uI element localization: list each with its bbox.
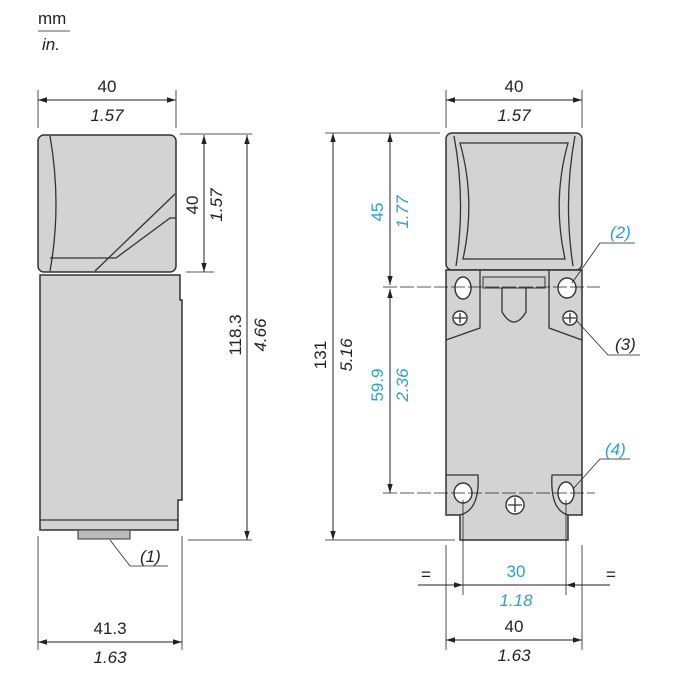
sensing-face-front [459,142,569,260]
side-width-in: 1.57 [90,106,124,125]
unit-mm: mm [38,9,66,28]
sensor-head-front [445,132,583,271]
head-height-in: 1.57 [207,188,226,222]
units-legend: mm in. [38,9,70,54]
hole-center-mm: 30 [507,562,526,581]
head-to-hole-mm: 45 [368,203,387,222]
screw-icon [452,310,468,326]
head-height-mm: 40 [183,196,202,215]
equal-mark-left: = [421,565,431,584]
screw-icon [505,495,525,515]
callout-3: (3) [615,335,636,354]
sensor-body-front [445,269,583,541]
front-base-width-in: 1.63 [497,646,531,665]
front-base-width-mm: 40 [505,617,524,636]
sensor-body-side [39,274,183,531]
front-width-mm: 40 [505,77,524,96]
callout-1: (1) [140,547,161,566]
connector-latch [482,276,546,289]
front-height-mm: 131 [311,341,330,369]
hole-spacing-mm: 59.9 [368,368,387,401]
side-width-mm: 40 [98,77,117,96]
side-height-mm: 118.3 [226,314,245,355]
sensing-face [77,529,131,540]
equal-mark-right: = [606,565,616,584]
sensor-head-side [37,134,177,273]
mounting-hole [454,276,472,300]
head-to-hole-in: 1.77 [393,195,412,229]
hole-spacing-in: 2.36 [393,368,412,403]
unit-in: in. [42,35,60,54]
hole-center-in: 1.18 [499,591,533,610]
front-width-in: 1.57 [497,106,531,125]
callout-4: (4) [605,440,626,459]
side-height-in: 4.66 [251,318,270,352]
side-base-width-in: 1.63 [93,648,127,667]
side-base-width-mm: 41.3 [93,619,126,638]
screw-icon [562,310,578,326]
side-view: 40 1.57 40 1.57 118.3 4.66 (1) 41.3 1.63 [37,77,270,667]
front-view: 40 1.57 131 5.16 45 1.77 59.9 2.36 (2) (… [311,77,640,665]
mounting-hole [557,277,577,299]
callout-2: (2) [610,223,631,242]
front-height-in: 5.16 [337,338,356,372]
